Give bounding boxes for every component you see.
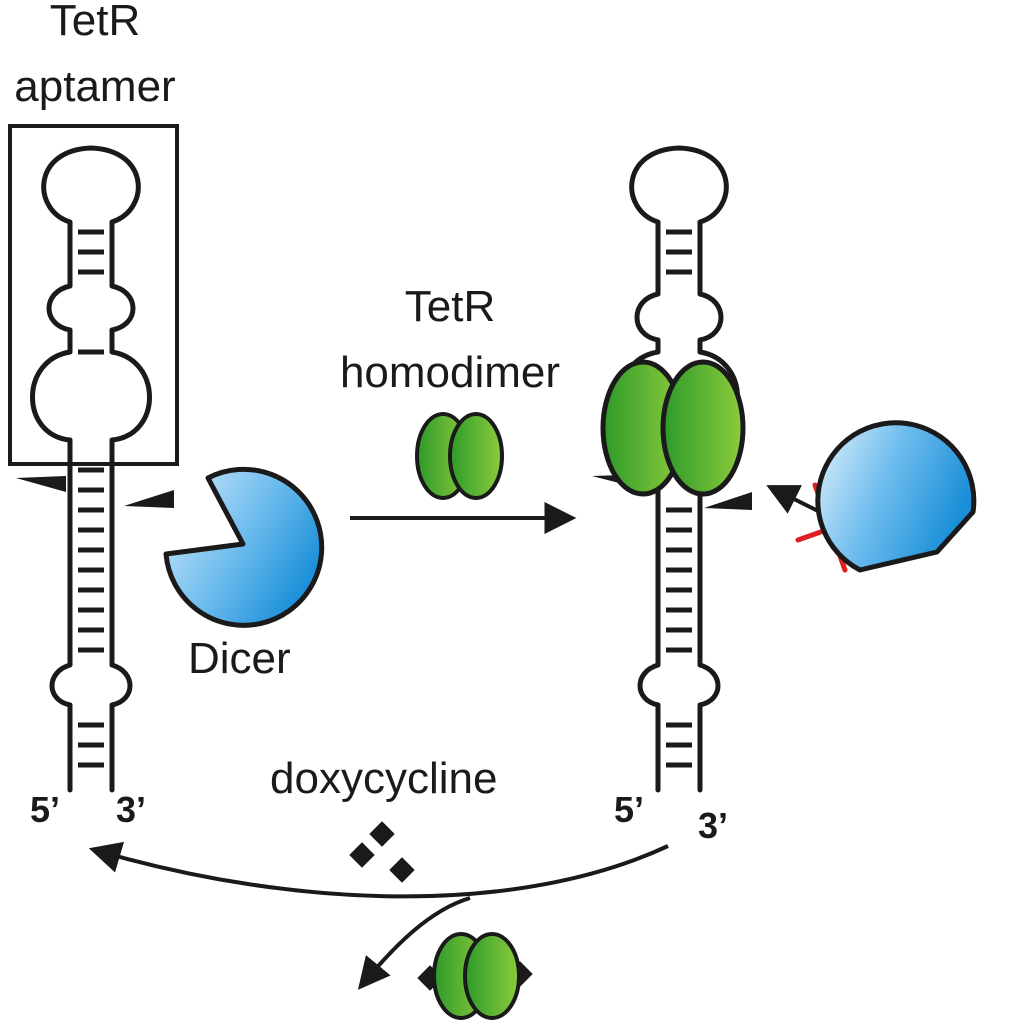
- dicer-left: [163, 466, 325, 628]
- left-5prime-label: 5’: [30, 789, 61, 830]
- left-cleavage-mark-3prime-shape: [124, 490, 174, 508]
- return-arrow: [88, 841, 669, 899]
- aptamer-label-line1: TetR: [49, 0, 141, 45]
- aptamer-box: [8, 124, 179, 466]
- left-base-pairs: [78, 229, 104, 768]
- tetr-released-dimer: [417, 932, 533, 1020]
- homodimer-label-line1: TetR: [404, 282, 496, 331]
- left-3prime-label: 3’: [116, 789, 147, 830]
- doxycycline-molecules: [349, 821, 415, 883]
- homodimer-label-line2: homodimer: [339, 348, 561, 397]
- tetr-homodimer: [415, 412, 504, 500]
- right-3prime-label: 3’: [698, 805, 729, 846]
- left-cleavage-mark-5prime-shape: [16, 476, 66, 492]
- doxycycline-label: doxycycline: [270, 754, 498, 803]
- right-5prime-label: 5’: [614, 789, 645, 830]
- left-hairpin-strand: [30, 145, 152, 793]
- right-cleavage-mark-3prime: [704, 492, 752, 510]
- aptamer-label-line2: aptamer: [14, 62, 176, 111]
- tetr-bound-dimer: [600, 359, 746, 497]
- right-base-pairs: [666, 229, 692, 768]
- release-arrow: [357, 896, 471, 990]
- dicer-right: [815, 420, 977, 573]
- left-hairpin: [30, 145, 152, 793]
- dicer-label: Dicer: [188, 634, 291, 683]
